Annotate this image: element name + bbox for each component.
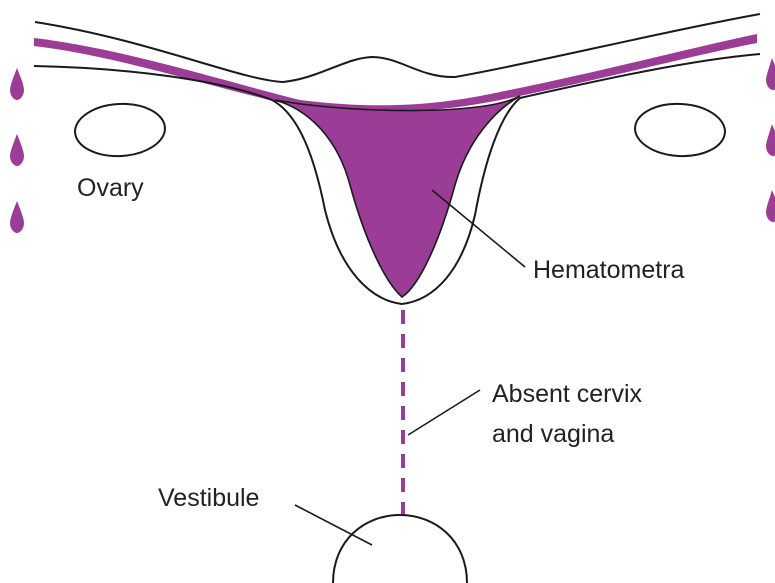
ovary-right bbox=[634, 102, 727, 159]
tube-inner-line-right bbox=[520, 54, 760, 98]
absent-cervix-label-line1: Absent cervix bbox=[492, 378, 642, 410]
hematometra-label: Hematometra bbox=[533, 254, 684, 286]
absent-cervix-label-line2: and vagina bbox=[492, 418, 614, 450]
blood-drop-left-2 bbox=[10, 134, 24, 166]
vestibule-arc bbox=[333, 515, 467, 583]
blood-drop-right-1 bbox=[766, 58, 775, 90]
blood-drop-right-2 bbox=[766, 124, 775, 156]
ovary-left bbox=[74, 102, 167, 159]
ovary-label: Ovary bbox=[77, 172, 144, 204]
hematometra-cavity bbox=[275, 96, 520, 297]
uterus-outer-outline bbox=[35, 14, 760, 82]
vestibule-leader-line bbox=[295, 505, 372, 545]
blood-drop-right-3 bbox=[766, 190, 775, 222]
absent-cervix-leader-line bbox=[408, 390, 480, 435]
tube-inner-line-left bbox=[34, 66, 272, 100]
blood-drop-left-1 bbox=[10, 68, 24, 100]
vestibule-label: Vestibule bbox=[158, 482, 259, 514]
blood-drop-left-3 bbox=[10, 201, 24, 233]
